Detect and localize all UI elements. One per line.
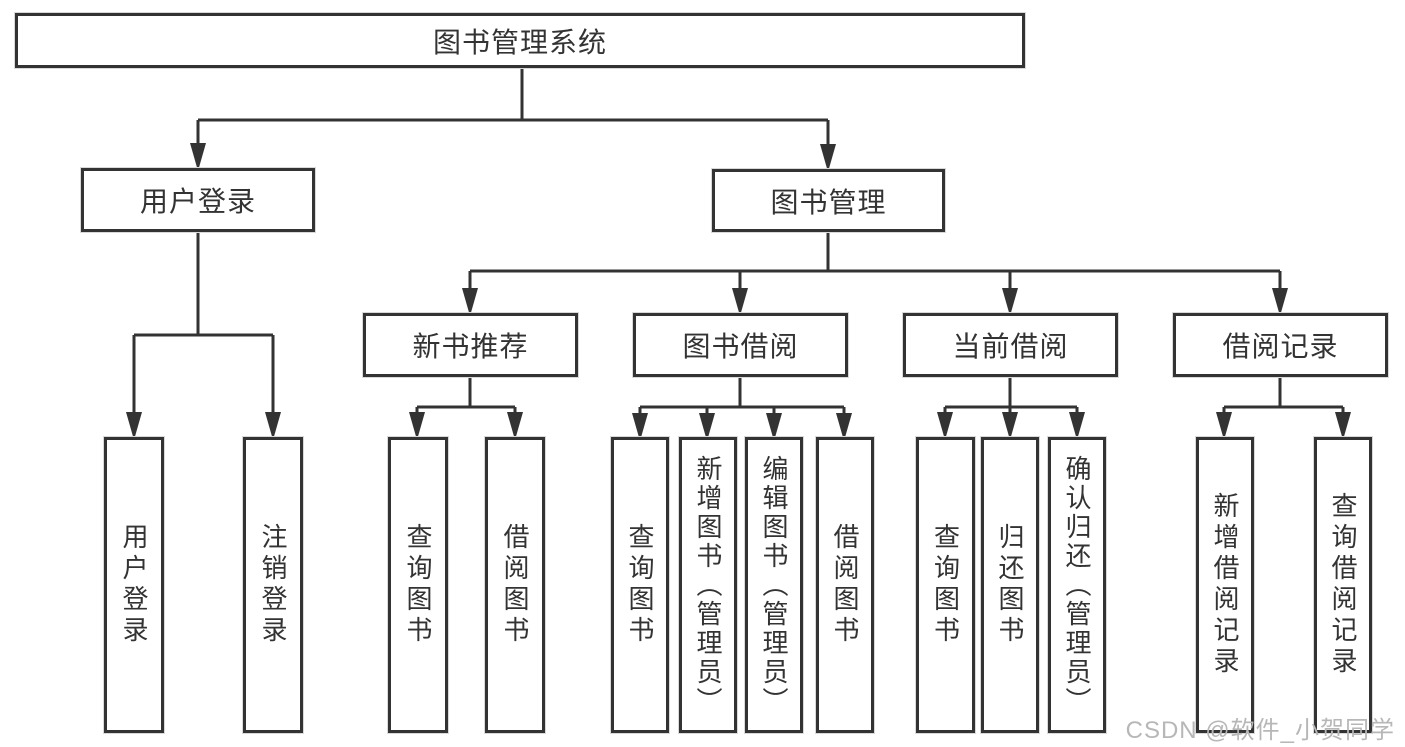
node-label: 编辑图书（管理员） (759, 454, 789, 716)
node-label: 查询借阅记录 (1328, 492, 1358, 678)
node-leaf-return-books: 归还图书 (981, 437, 1039, 733)
node-label: 图书借阅 (682, 331, 799, 362)
node-current-borrowing: 当前借阅 (903, 313, 1118, 377)
node-leaf-query-books-borrow: 查询图书 (611, 437, 669, 733)
node-book-borrowing: 图书借阅 (633, 313, 848, 377)
node-leaf-add-borrow-record: 新增借阅记录 (1196, 437, 1254, 733)
node-label: 查询图书 (930, 523, 961, 647)
arrowhead-icons (126, 143, 1351, 441)
csdn-watermark: CSDN @软件_小贺同学 (1125, 717, 1395, 744)
node-leaf-edit-books-admin: 编辑图书（管理员） (745, 437, 803, 733)
node-label: 确认归还（管理员） (1062, 454, 1092, 716)
node-leaf-query-books-recommend: 查询图书 (388, 437, 448, 733)
node-label: 借阅图书 (830, 523, 860, 647)
node-label: 借阅记录 (1222, 331, 1339, 362)
node-leaf-query-borrow-record: 查询借阅记录 (1314, 437, 1372, 733)
node-leaf-borrow-books-recommend: 借阅图书 (485, 437, 545, 733)
node-book-management-module: 图书管理 (712, 169, 945, 232)
node-label: 查询图书 (403, 523, 433, 647)
node-label: 归还图书 (995, 523, 1025, 647)
node-label: 新增图书（管理员） (693, 454, 723, 716)
node-leaf-logout: 注销登录 (243, 437, 303, 733)
node-leaf-user-login: 用户登录 (104, 437, 164, 733)
node-label: 新书推荐 (412, 331, 529, 362)
node-label: 当前借阅 (952, 331, 1069, 362)
node-leaf-borrow-books: 借阅图书 (816, 437, 874, 733)
node-root-library-system: 图书管理系统 (15, 13, 1025, 68)
node-new-book-recommendation: 新书推荐 (363, 313, 578, 377)
node-leaf-add-books-admin: 新增图书（管理员） (679, 437, 737, 733)
node-label: 查询图书 (625, 523, 655, 647)
node-label: 新增借阅记录 (1210, 492, 1240, 678)
node-borrowing-records: 借阅记录 (1173, 313, 1388, 377)
node-label: 用户登录 (119, 523, 149, 647)
node-label: 用户登录 (139, 186, 256, 217)
node-label: 图书管理 (770, 186, 887, 218)
node-label: 注销登录 (258, 523, 288, 647)
node-leaf-confirm-return-admin: 确认归还（管理员） (1048, 437, 1106, 733)
node-label: 图书管理系统 (432, 26, 607, 58)
node-user-login-module: 用户登录 (81, 168, 315, 232)
node-label: 借阅图书 (500, 523, 530, 647)
node-leaf-query-books-current: 查询图书 (916, 437, 975, 733)
